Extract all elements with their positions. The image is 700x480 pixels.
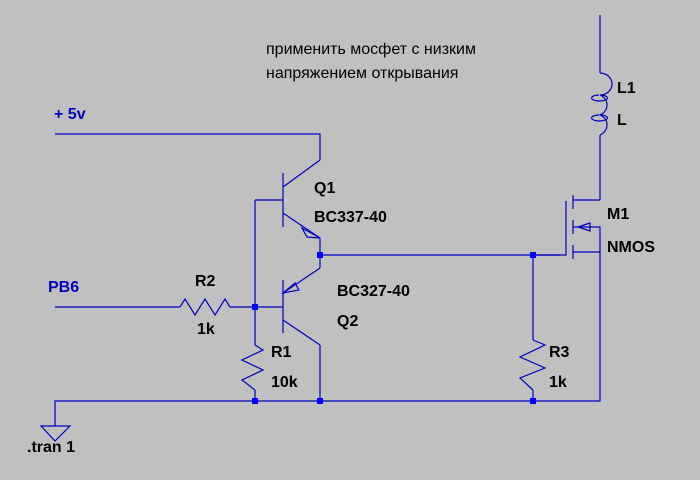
r2-value: 1k bbox=[197, 321, 215, 338]
r3-value: 1k bbox=[549, 374, 567, 391]
junction-dot bbox=[317, 252, 323, 258]
junction-dot bbox=[252, 398, 258, 404]
r1-ref: R1 bbox=[271, 344, 292, 361]
junction-dot bbox=[317, 398, 323, 404]
q2-ref: Q2 bbox=[337, 313, 359, 330]
q1-ref: Q1 bbox=[314, 180, 336, 197]
r1-value: 10k bbox=[271, 374, 298, 391]
q1-value: BC337-40 bbox=[314, 209, 387, 226]
r3-ref: R3 bbox=[549, 344, 570, 361]
m1-ref: M1 bbox=[607, 206, 630, 223]
ground-icon bbox=[39, 425, 72, 442]
junction-dot bbox=[530, 398, 536, 404]
npn-transistor-icon[interactable] bbox=[282, 159, 321, 255]
resistor-icon[interactable] bbox=[179, 297, 235, 317]
net-label-vcc[interactable]: + 5v bbox=[54, 106, 86, 123]
q2-value: BC327-40 bbox=[337, 283, 410, 300]
junction-dot bbox=[252, 304, 258, 310]
comment-line-1: применить мосфет с низким bbox=[266, 41, 476, 58]
pnp-transistor-icon[interactable] bbox=[280, 255, 321, 346]
r2-ref: R2 bbox=[195, 273, 216, 290]
l1-value: L bbox=[617, 112, 627, 129]
nmos-icon[interactable] bbox=[533, 195, 601, 259]
schematic-comment: применить мосфет с низким напряжением от… bbox=[266, 38, 476, 86]
wire-vcc[interactable] bbox=[55, 133, 321, 160]
m1-value: NMOS bbox=[607, 239, 655, 256]
inductor-icon[interactable] bbox=[590, 72, 613, 136]
junction-dot bbox=[530, 252, 536, 258]
net-label-pb6[interactable]: PB6 bbox=[48, 279, 80, 296]
wire-ground-rail[interactable] bbox=[54, 255, 601, 426]
resistor-icon[interactable] bbox=[518, 339, 547, 391]
l1-ref: L1 bbox=[617, 80, 636, 97]
resistor-icon[interactable] bbox=[240, 344, 265, 391]
spice-directive[interactable]: .tran 1 bbox=[27, 439, 76, 456]
comment-line-2: напряжением открывания bbox=[266, 65, 459, 82]
